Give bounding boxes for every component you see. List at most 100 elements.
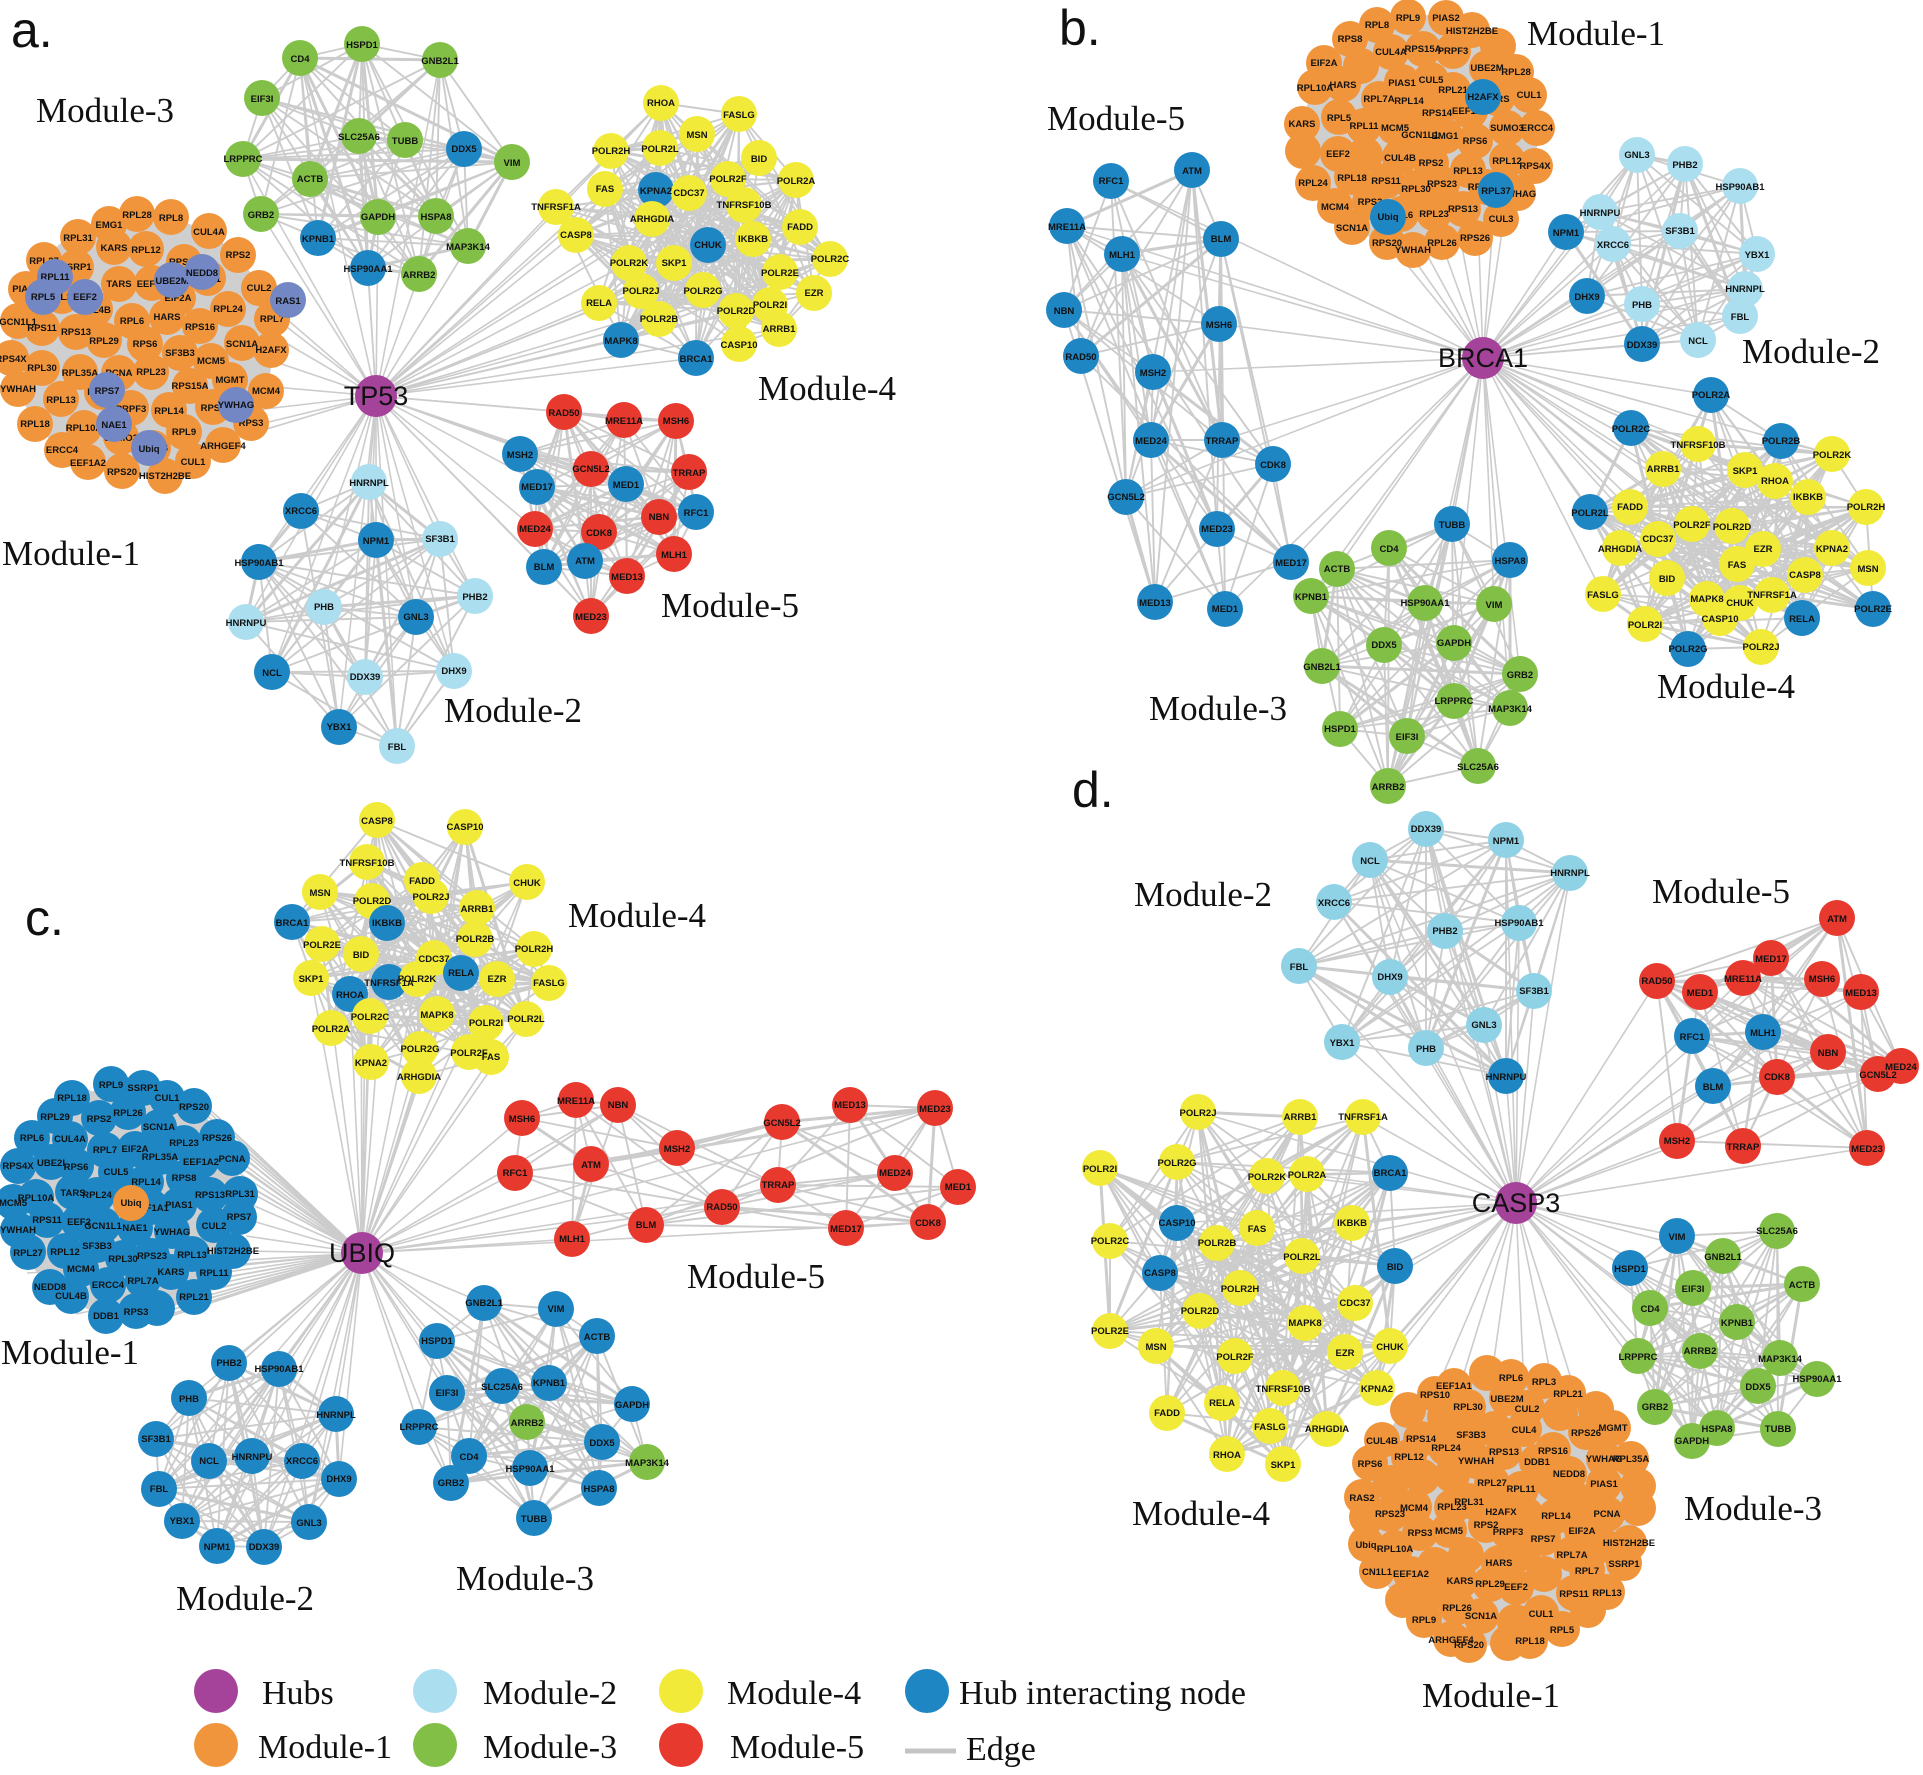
svg-text:MED17: MED17	[830, 1224, 862, 1235]
svg-text:KARS: KARS	[1447, 1576, 1474, 1587]
svg-text:HNRNPU: HNRNPU	[226, 618, 267, 629]
svg-text:NBN: NBN	[1054, 306, 1075, 317]
svg-text:CUL5: CUL5	[1419, 75, 1445, 86]
svg-text:IKBKB: IKBKB	[1793, 492, 1823, 503]
svg-text:EEF1A2: EEF1A2	[1393, 1569, 1429, 1580]
svg-text:Ubiq: Ubiq	[120, 1198, 141, 1209]
svg-text:MED13: MED13	[1139, 598, 1171, 609]
svg-text:IKBKB: IKBKB	[1337, 1218, 1367, 1229]
svg-text:CUL1: CUL1	[1517, 90, 1543, 101]
svg-text:H2AFX: H2AFX	[1467, 92, 1499, 103]
svg-text:MCM4: MCM4	[252, 386, 281, 397]
svg-text:CUL4A: CUL4A	[193, 227, 225, 238]
svg-text:POLR2F: POLR2F	[1673, 520, 1711, 531]
svg-text:RPS15A: RPS15A	[1405, 44, 1442, 55]
svg-text:POLR2C: POLR2C	[811, 254, 850, 265]
svg-text:SSRP1: SSRP1	[60, 262, 92, 273]
svg-text:MED24: MED24	[1885, 1062, 1917, 1073]
svg-text:RPL35A: RPL35A	[1613, 1454, 1650, 1465]
svg-text:CUL4: CUL4	[1512, 1425, 1538, 1436]
svg-text:SF3B1: SF3B1	[425, 534, 455, 545]
svg-text:FBL: FBL	[388, 742, 407, 753]
svg-text:RPL30: RPL30	[1453, 1402, 1483, 1413]
svg-text:DDX5: DDX5	[1745, 1382, 1771, 1393]
svg-text:HSPD1: HSPD1	[421, 1336, 453, 1347]
svg-text:RPS3: RPS3	[1358, 197, 1383, 208]
svg-text:MCM5: MCM5	[0, 1198, 28, 1209]
svg-text:CASP3: CASP3	[1472, 1188, 1561, 1218]
svg-text:EEF1A: EEF1A	[137, 279, 168, 290]
svg-text:RPL10A: RPL10A	[66, 423, 103, 434]
svg-text:HIST2H2BE: HIST2H2BE	[1446, 26, 1498, 37]
svg-text:MSH2: MSH2	[507, 450, 533, 461]
svg-text:MED1: MED1	[1687, 988, 1714, 999]
svg-text:ARRB2: ARRB2	[1684, 1346, 1717, 1357]
svg-text:RPL21: RPL21	[1553, 1389, 1583, 1400]
svg-text:MED13: MED13	[1845, 988, 1877, 999]
svg-text:EIF3I: EIF3I	[1682, 1284, 1705, 1295]
svg-text:CHUK: CHUK	[694, 240, 722, 251]
svg-text:RPL18: RPL18	[20, 419, 50, 430]
svg-text:RPL18: RPL18	[1337, 173, 1367, 184]
svg-text:HSPA8: HSPA8	[1702, 1424, 1733, 1435]
svg-text:Module-1: Module-1	[1, 1333, 139, 1372]
svg-text:RFC1: RFC1	[1680, 1032, 1706, 1043]
svg-text:FASLG: FASLG	[533, 978, 565, 989]
svg-text:RPL5: RPL5	[31, 292, 56, 303]
svg-text:CDC37: CDC37	[673, 188, 704, 199]
svg-text:CDC37: CDC37	[1339, 1298, 1370, 1309]
svg-text:EEF1A1: EEF1A1	[133, 1203, 170, 1214]
svg-text:RPL28: RPL28	[1501, 67, 1531, 78]
svg-text:RHOA: RHOA	[336, 990, 364, 1001]
svg-text:SUMO3: SUMO3	[1490, 123, 1524, 134]
svg-text:TRRAP: TRRAP	[1727, 1142, 1760, 1153]
svg-text:MED1: MED1	[945, 1182, 972, 1193]
svg-text:EZR: EZR	[488, 974, 507, 985]
svg-text:POLR2J: POLR2J	[1743, 642, 1780, 653]
svg-text:EEF1A2: EEF1A2	[70, 458, 106, 469]
svg-text:RPL14: RPL14	[1541, 1511, 1571, 1522]
svg-text:Ubiq: Ubiq	[1377, 212, 1398, 223]
svg-text:RPL24: RPL24	[82, 1190, 112, 1201]
svg-text:KPNB1: KPNB1	[533, 1378, 566, 1389]
svg-text:HSP90AA1: HSP90AA1	[1400, 598, 1450, 609]
svg-text:SSRP1: SSRP1	[1608, 1559, 1640, 1570]
svg-text:RELA: RELA	[448, 968, 474, 979]
svg-text:RPL11: RPL11	[199, 1268, 229, 1279]
svg-text:EEF2: EEF2	[73, 292, 97, 303]
svg-text:VIM: VIM	[1486, 600, 1503, 611]
svg-text:PCNA: PCNA	[1594, 1509, 1621, 1520]
svg-text:Edge: Edge	[966, 1731, 1036, 1768]
svg-text:MSH6: MSH6	[663, 416, 689, 427]
svg-text:MRE11A: MRE11A	[605, 416, 643, 427]
svg-text:ATM: ATM	[581, 1160, 601, 1171]
svg-text:RPS26: RPS26	[1571, 1428, 1601, 1439]
svg-text:GAPDH: GAPDH	[615, 1400, 649, 1411]
svg-text:HNRNPL: HNRNPL	[1550, 868, 1590, 879]
svg-text:HSP90AB1: HSP90AB1	[1494, 918, 1544, 929]
svg-text:MED17: MED17	[1275, 558, 1307, 569]
svg-text:CASP8: CASP8	[1789, 570, 1821, 581]
svg-text:XRCC6: XRCC6	[1318, 898, 1350, 909]
svg-text:RAD50: RAD50	[1641, 976, 1672, 987]
svg-text:GNB2L1: GNB2L1	[1704, 1252, 1742, 1263]
svg-text:HSPD1: HSPD1	[1324, 724, 1356, 735]
svg-text:YWHAG: YWHAG	[1586, 1454, 1622, 1465]
svg-text:MAP3K14: MAP3K14	[1758, 1354, 1803, 1365]
svg-text:RPL12: RPL12	[1492, 156, 1522, 167]
svg-text:NPM1: NPM1	[204, 1542, 231, 1553]
svg-text:RPL23: RPL23	[1437, 1502, 1467, 1513]
svg-text:GRB2: GRB2	[1642, 1402, 1668, 1413]
svg-text:EIF3I: EIF3I	[1396, 732, 1419, 743]
svg-text:PHB2: PHB2	[1432, 926, 1457, 937]
svg-text:RFC1: RFC1	[1099, 176, 1125, 187]
svg-text:EIF2A: EIF2A	[1311, 58, 1338, 69]
svg-text:ARHGDIA: ARHGDIA	[1305, 1424, 1349, 1435]
svg-text:RPL13: RPL13	[1592, 1588, 1622, 1599]
svg-text:MSH6: MSH6	[509, 1114, 535, 1125]
svg-text:DDX39: DDX39	[249, 1542, 280, 1553]
svg-text:POLR2L: POLR2L	[1571, 508, 1609, 519]
svg-text:GAPDH: GAPDH	[361, 212, 395, 223]
svg-text:CDK8: CDK8	[586, 528, 612, 539]
svg-text:GNL3: GNL3	[1471, 1020, 1496, 1031]
